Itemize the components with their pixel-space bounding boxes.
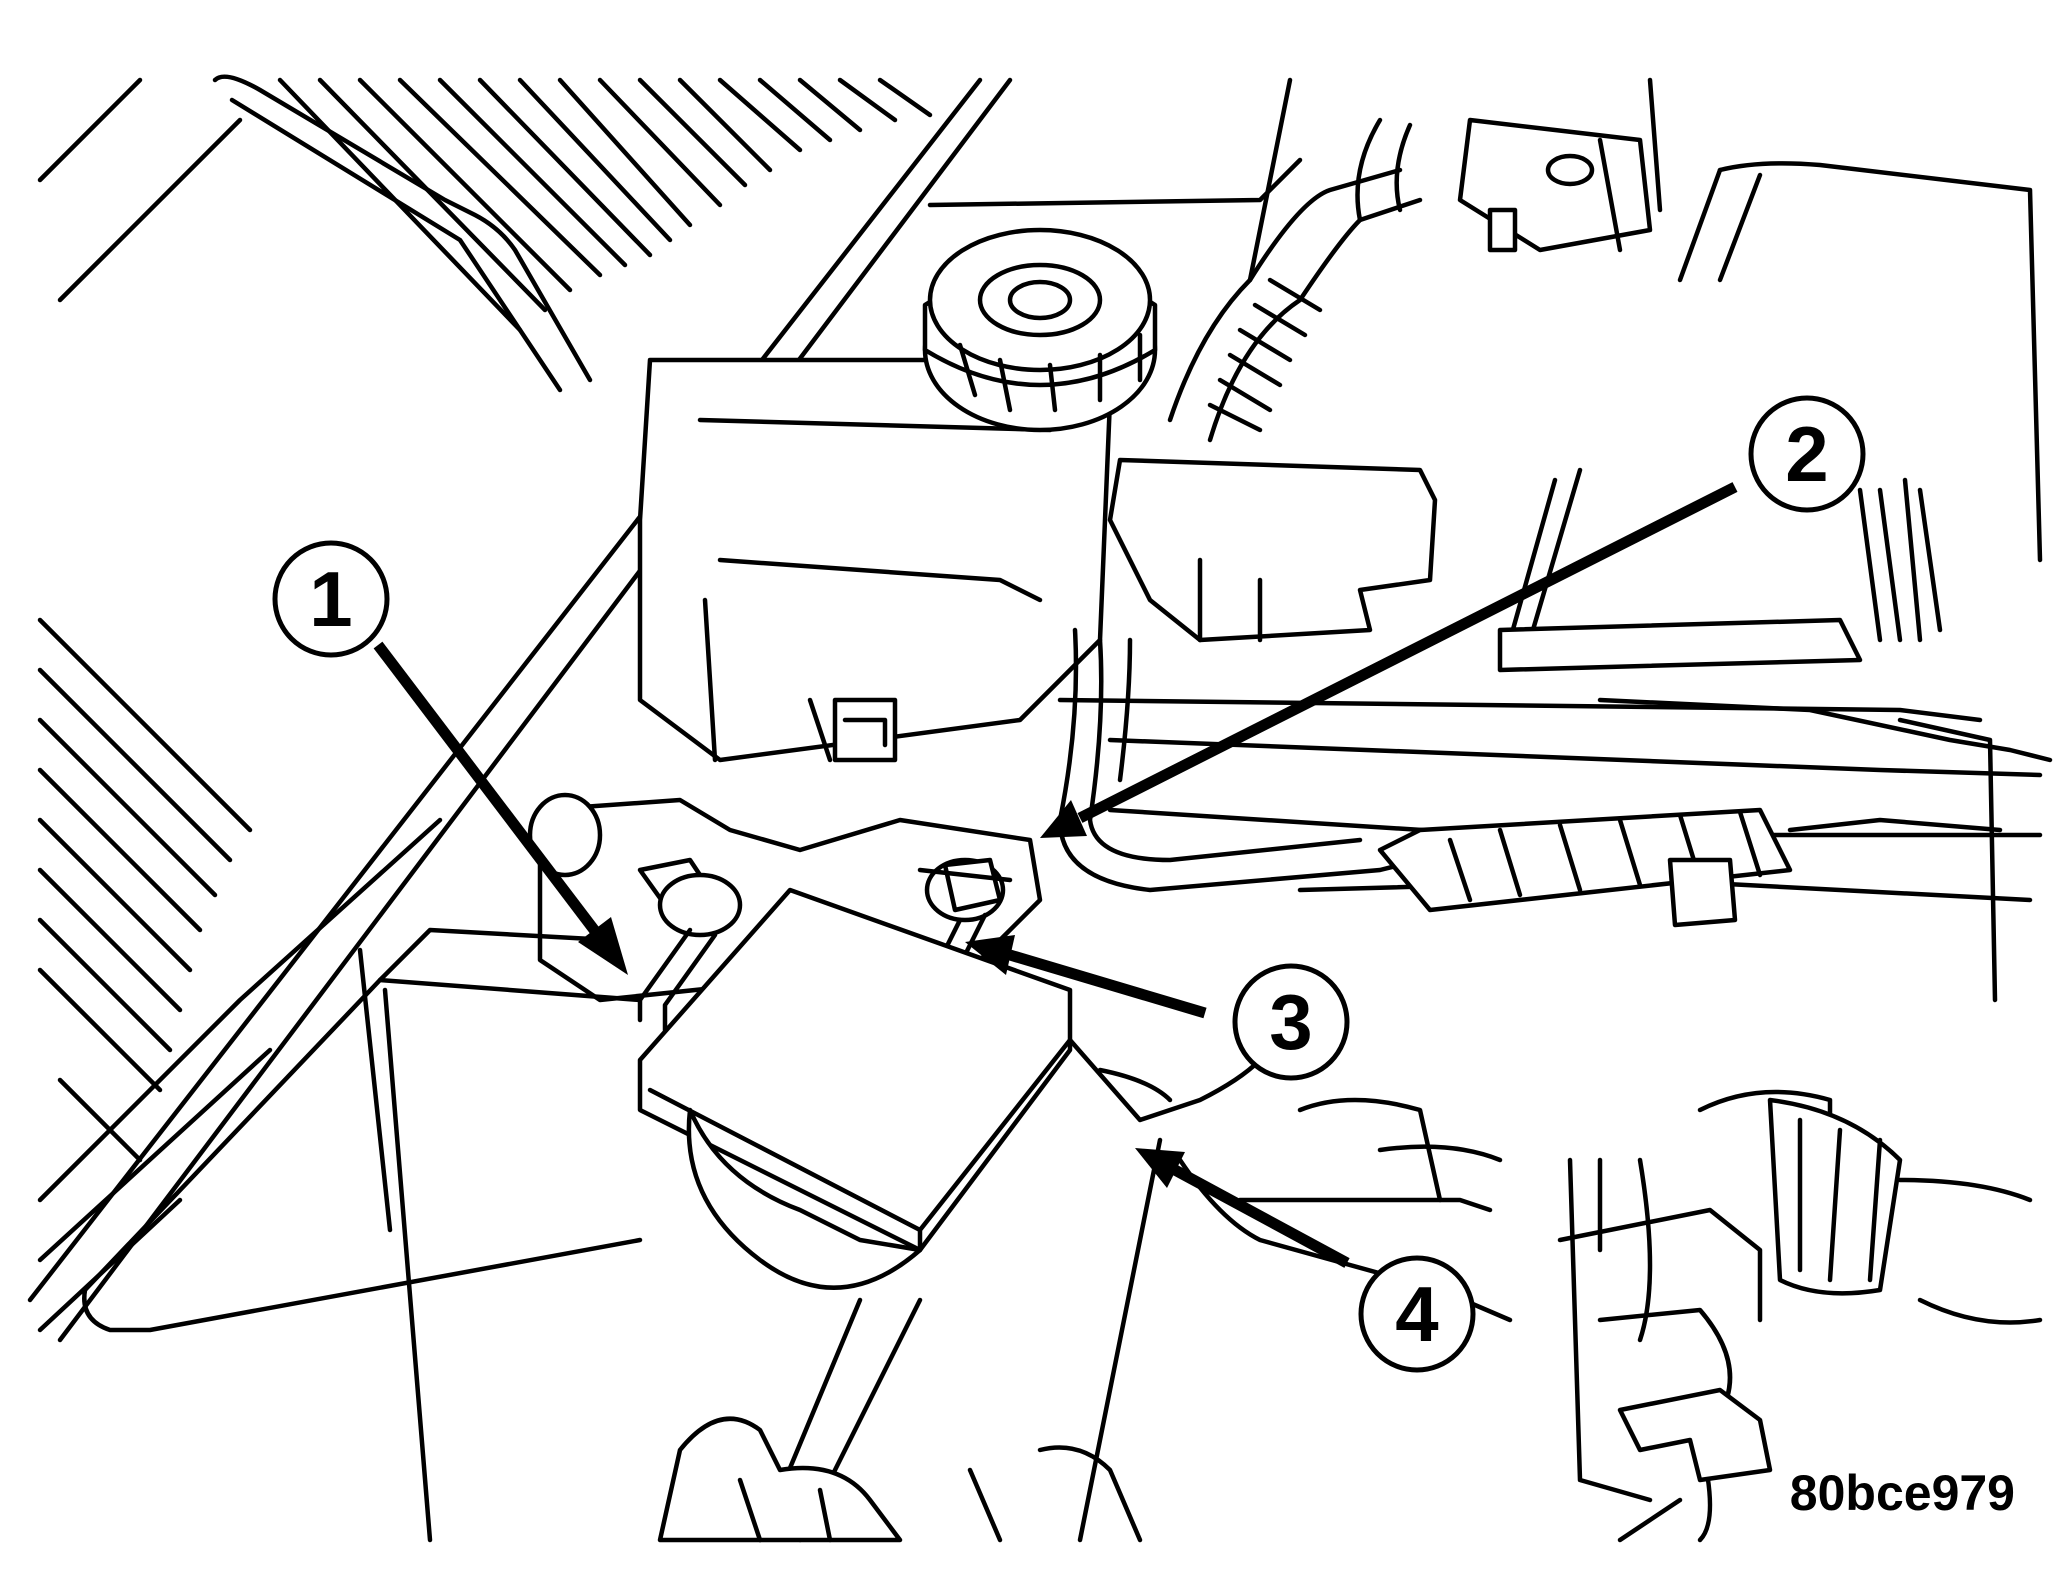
arrow-1 [373, 641, 628, 975]
callout-2: 2 [1748, 395, 1866, 513]
callout-4: 4 [1358, 1255, 1476, 1373]
callout-1-label: 1 [309, 555, 352, 643]
reservoir-cap [922, 227, 1158, 433]
arrow-2 [1040, 482, 1738, 838]
callout-4-label: 4 [1395, 1270, 1438, 1358]
callout-2-label: 2 [1785, 410, 1828, 498]
vacuum-hose [1167, 117, 1653, 443]
brake-fluid-reservoir [637, 227, 1438, 763]
callout-3-label: 3 [1269, 978, 1312, 1066]
callout-1: 1 [272, 540, 390, 658]
left-strut-tower [27, 74, 1013, 1343]
lower-right-components [657, 1089, 2043, 1543]
callout-arrows [373, 482, 1738, 1268]
arrow-4 [1135, 1148, 1350, 1268]
frame-rail [82, 927, 1513, 1543]
engine-background [927, 77, 2053, 1003]
callout-3: 3 [1232, 963, 1350, 1081]
mounting-bracket [637, 887, 1073, 1290]
arrow-3 [965, 935, 1207, 1019]
brake-lines [1057, 627, 2003, 928]
figure-id: 80bce979 [1790, 1465, 2015, 1521]
